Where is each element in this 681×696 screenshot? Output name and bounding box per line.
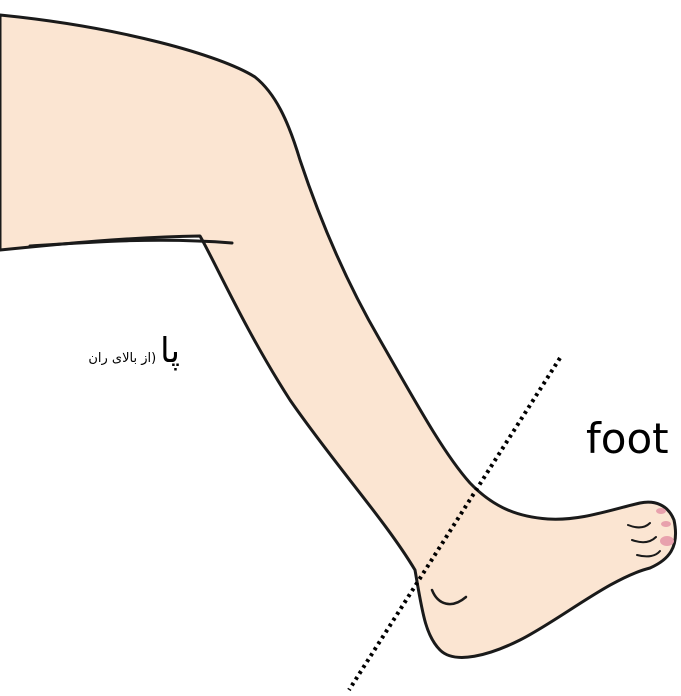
leg-label: پا (از بالای ران	[88, 334, 180, 368]
toenail-big	[660, 536, 674, 546]
toenail-2	[661, 521, 671, 527]
leg-note: (از بالای ران	[88, 352, 156, 365]
foot-label: foot	[586, 418, 669, 460]
toenail-1	[656, 508, 666, 514]
leg-word: پا	[160, 334, 180, 368]
